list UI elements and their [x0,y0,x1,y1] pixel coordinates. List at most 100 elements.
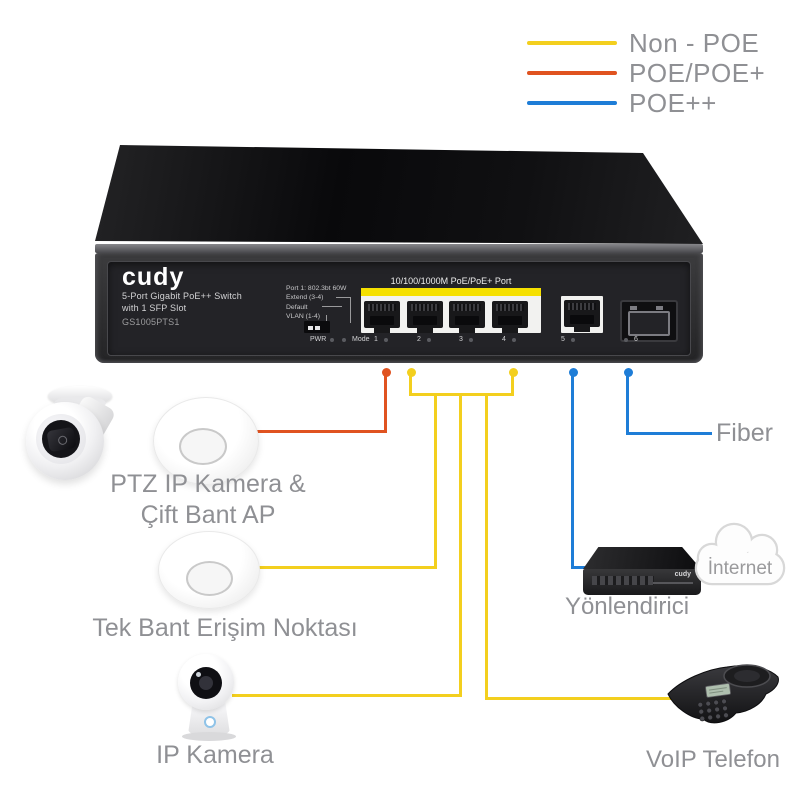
led-label-row: PWR Mode 1 2 3 4 5 6 [108,335,690,347]
port-6-number: 6 [634,336,638,343]
ptz-turret-camera [24,384,128,484]
cable-nonpoe-stub-port2 [409,372,412,396]
rj45-port-4 [492,301,528,333]
camera-ap-label-line2: Çift Bant AP [140,501,276,529]
switch-title-line2: with 1 SFP Slot [122,303,187,313]
dip-wire-1 [336,297,351,298]
port-6-led [624,338,628,342]
sfp-slot [620,300,678,342]
cable-nonpoe-drop-ap [434,393,437,569]
legend-row-nonpoe: Non - POE [527,28,765,58]
port-2-led [427,338,431,342]
switch-recessed-panel: cudy 5-Port Gigabit PoE++ Switch with 1 … [107,261,691,356]
port-4-led [512,338,516,342]
voip-phone-keypad [697,698,729,722]
rj45-port-4-jack [492,301,528,328]
rj45-port-2-tab [417,328,433,333]
dip-line-4: VLAN (1-4) [286,312,320,320]
sfp-cage [628,311,670,336]
cable-nonpoe-horizontal-to-voip [485,697,685,700]
dip-wire-2 [322,306,342,307]
turret-lens-dot [57,435,68,446]
switch-title-line1: 5-Port Gigabit PoE++ Switch [122,291,242,301]
mode-led [342,338,346,342]
switch-model: GS1005PTS1 [122,317,180,327]
dip-wire-4 [326,315,327,323]
ip-camera-lens [190,667,222,699]
legend-label-poepp: POE++ [629,87,717,118]
single-band-ap-ring [186,561,233,596]
ip-camera-glint [196,672,201,677]
cable-nonpoe-horizontal-to-camera [232,694,462,697]
dual-band-ap-ring [179,428,227,465]
rj45-port-3-tab [459,328,475,333]
cable-poepp-vertical-fiber [626,372,629,435]
rj45-port-5 [564,300,600,332]
port-2-number: 2 [417,336,421,343]
sfp-tab-left [630,306,637,310]
cable-poe-vertical [384,372,387,433]
rj45-port-2-jack [407,301,443,328]
ip-camera-indicator [204,716,216,728]
legend-label-poe: POE/POE+ [629,57,766,88]
port-5-led [571,338,575,342]
single-ap-label: Tek Bant Erişim Noktası [92,614,358,642]
dip-line-1: Port 1: 802.3bt 60W [286,285,347,292]
rj45-port-3 [449,301,485,333]
rj45-port-5-tab [574,327,590,332]
port-3-led [469,338,473,342]
rj45-port-1 [364,301,400,333]
router-front-face: cudy [583,569,701,595]
camera-ap-label-line1: PTZ IP Kamera & [110,470,306,498]
voip-phone-speaker-inner [734,670,760,682]
mode-label: Mode [352,336,370,343]
single-band-ap [158,531,260,609]
voip-label: VoIP Telefon [646,746,780,773]
cable-poe-horizontal-to-ap [257,430,387,433]
switch-front-edge [95,244,703,253]
legend-line-poe [527,71,617,75]
dip-nub-1 [308,326,313,330]
ip-camera-label: IP Kamera [156,741,274,769]
port-1-led [384,338,388,342]
port-1-number: 1 [374,336,378,343]
rj45-port-5-jack [564,300,600,327]
switch-device: cudy 5-Port Gigabit PoE++ Switch with 1 … [95,143,703,363]
cable-nonpoe-drop-voip [485,393,488,700]
dip-switch-legend: Port 1: 802.3bt 60W Extend (3-4) Default… [286,284,346,321]
pwr-label: PWR [310,336,327,343]
dual-band-ap [153,397,259,485]
rj45-port-3-jack [449,301,485,328]
legend-line-nonpoe [527,41,617,45]
port-3-number: 3 [459,336,463,343]
legend-row-poepp: POE++ [527,88,765,118]
router-label-line [653,582,693,584]
dip-switch [304,321,330,333]
dip-wire-3 [350,297,351,323]
router-label: Yönlendirici [564,593,690,620]
voip-phone-screen [705,683,731,698]
internet-cloud: İnternet [694,522,786,586]
cable-poepp-vertical-router [571,372,574,569]
poe-ports-panel [361,288,541,333]
rj45-port-1-tab [374,328,390,333]
ip-camera-iris [199,676,213,690]
switch-front-face: cudy 5-Port Gigabit PoE++ Switch with 1 … [95,253,703,363]
cable-nonpoe-stub-port4 [511,372,514,396]
port-5-number: 5 [561,336,565,343]
legend: Non - POE POE/POE+ POE++ [527,28,765,118]
switch-brand-logo: cudy [122,263,185,291]
cable-nonpoe-horizontal-to-ap [257,566,437,569]
rj45-port-4-tab [502,328,518,333]
poe-ports-yellow-strip [361,288,541,296]
fiber-label: Fiber [716,419,773,447]
rj45-port-1-jack [364,301,400,328]
uplink-port-panel [561,296,603,333]
poe-port-banner: 10/100/1000M PoE/PoE+ Port [390,276,512,286]
ip-camera-base [182,732,236,741]
sfp-tab-right [656,306,663,310]
router-brand: cudy [674,571,691,578]
ip-camera-head [178,654,234,710]
pwr-led [330,338,334,342]
